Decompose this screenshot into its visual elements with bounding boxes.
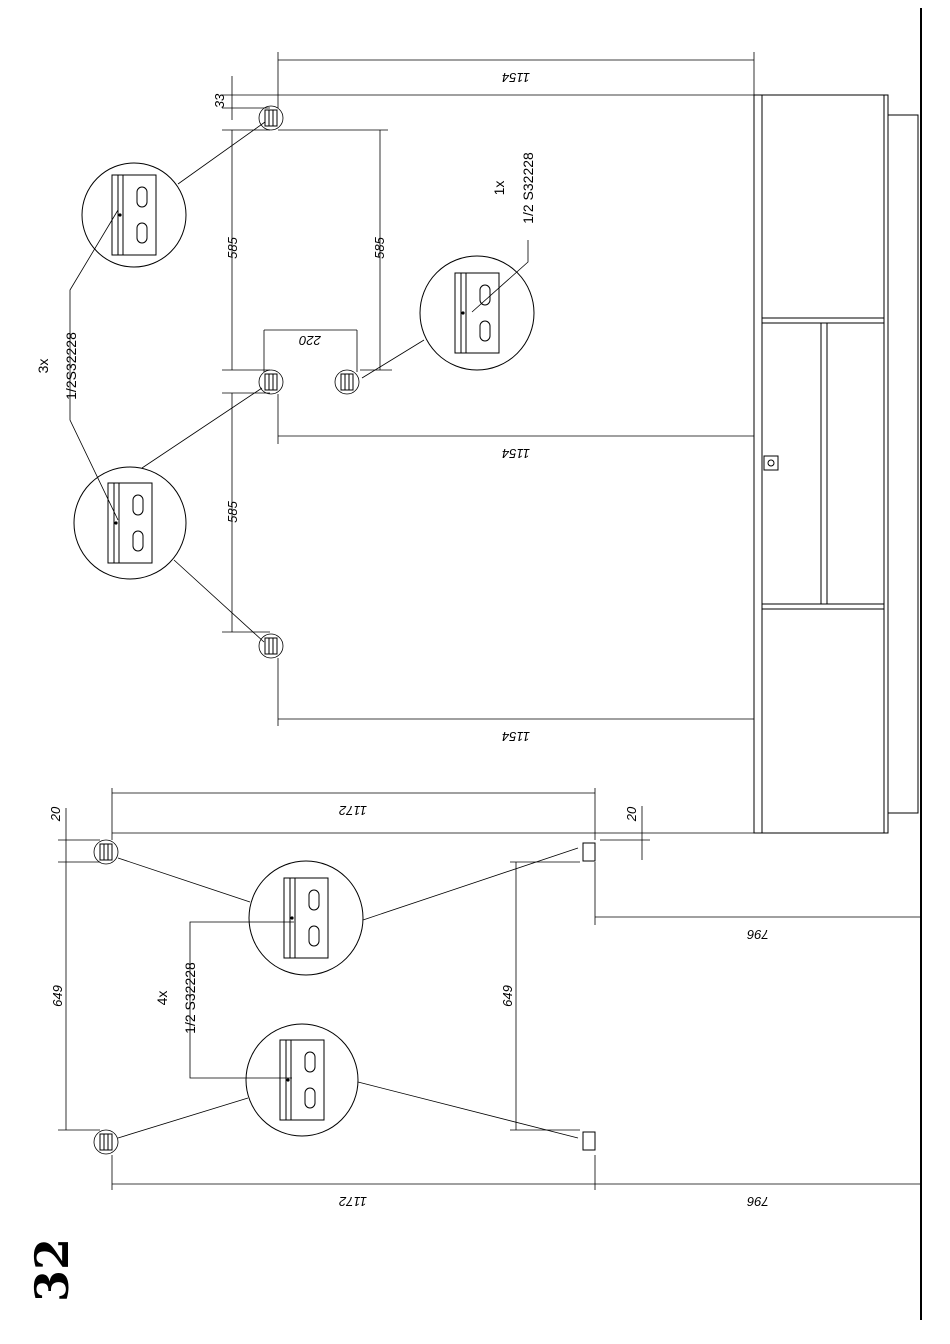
hinge-detail-icon <box>112 175 156 255</box>
dim-lower-left-spacing-label: 649 <box>50 985 65 1007</box>
dim-left-spacing-label: 585 <box>225 236 240 258</box>
hinge-detail-icon <box>280 1040 324 1120</box>
callout-lower-qty: 4x <box>154 991 170 1006</box>
dim-lower-right-offset-label: 20 <box>624 806 639 822</box>
dimension-top-offset: 33 <box>212 76 754 120</box>
callout-top-left: 3x 1/2S32228 <box>35 122 265 642</box>
hinge-icon <box>259 634 283 658</box>
dim-lower-depth-top-label: 796 <box>746 927 768 942</box>
page-number: 32 <box>25 1238 79 1302</box>
top-left-hinge-column: 585 585 <box>222 106 283 658</box>
hinge-detail-icon <box>108 483 152 563</box>
dim-lower-bottom-width-label: 1172 <box>338 1194 367 1209</box>
dimension-mid-width: 1154 <box>278 394 754 461</box>
hinge-icon <box>259 106 283 130</box>
hinge-icon <box>94 1130 118 1154</box>
dim-left-spacing-lower-label: 585 <box>225 500 240 522</box>
dim-mid-width-label: 1154 <box>502 446 530 461</box>
inner-hinge: 220 585 <box>264 130 392 394</box>
dim-inner-spacing-label: 585 <box>372 236 387 258</box>
dim-lower-left-offset-label: 20 <box>48 806 63 822</box>
dim-top-offset-label: 33 <box>212 93 227 108</box>
dim-lower-top-width-label: 1172 <box>338 803 367 818</box>
callout-lower-part: 1/2 S32228 <box>182 962 198 1034</box>
hinge-icon <box>335 370 359 394</box>
hinge-icon <box>583 1132 595 1150</box>
hinge-icon <box>94 840 118 864</box>
callout-top-left-qty: 3x <box>35 359 51 374</box>
hinge-icon <box>583 843 595 861</box>
dim-top-width-label: 1154 <box>502 70 530 85</box>
dim-inner-offset-label: 220 <box>298 333 321 348</box>
dimension-low-width: 1154 <box>278 658 754 744</box>
hinge-detail-icon <box>455 273 499 353</box>
dim-lower-depth-bottom-label: 796 <box>746 1194 768 1209</box>
dim-lower-right-spacing-label: 649 <box>500 985 515 1007</box>
callout-top-right-part: 1/2 S32228 <box>520 152 536 224</box>
dimension-top-width: 1154 <box>278 52 754 108</box>
cabinet-side-view <box>754 95 918 833</box>
callout-top-left-part: 1/2S32228 <box>63 332 79 400</box>
hinge-icon <box>259 370 283 394</box>
callout-top-right: 1x 1/2 S32228 <box>362 152 536 378</box>
lower-section: 1172 20 649 20 649 796 1172 796 <box>48 788 921 1209</box>
hinge-detail-icon <box>284 878 328 958</box>
callout-top-right-qty: 1x <box>491 181 507 196</box>
dim-low-width-label: 1154 <box>502 729 530 744</box>
